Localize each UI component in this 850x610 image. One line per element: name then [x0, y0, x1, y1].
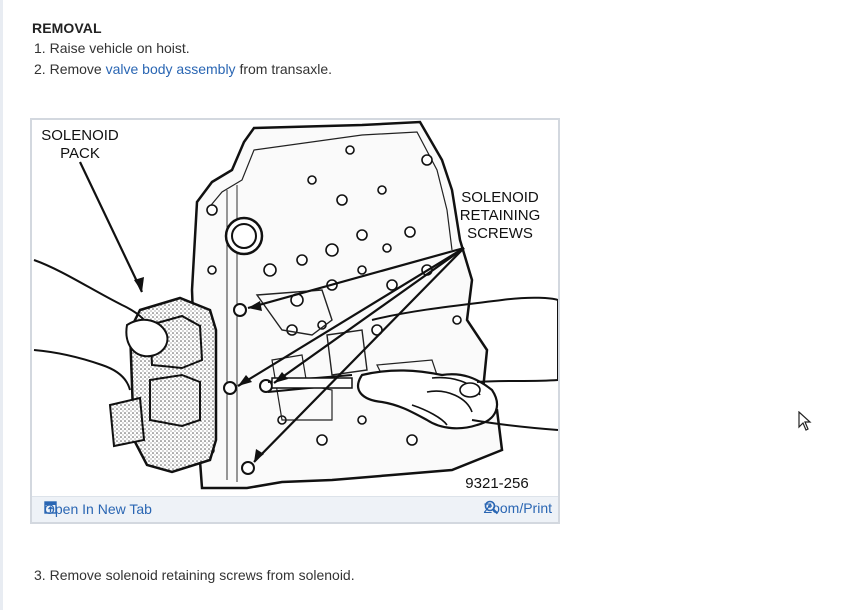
figure-toolbar: Open In New Tab Zoom/Print — [32, 496, 558, 522]
step-number: 2. — [34, 61, 46, 77]
mouse-pointer-icon — [798, 411, 812, 431]
callout-solenoid-pack-line2: PACK — [60, 145, 100, 162]
callout-retaining-screws-line1: SOLENOID — [461, 189, 539, 206]
zoom-print-label: Zoom/Print — [483, 500, 552, 516]
section-heading: REMOVAL — [32, 20, 102, 36]
zoom-print-button[interactable]: Zoom/Print — [484, 500, 552, 516]
step-text: Remove solenoid retaining screws from so… — [49, 567, 355, 583]
step-text: Raise vehicle on hoist. — [49, 40, 190, 56]
solenoid-diagram: SOLENOID PACK SOLENOID RETAINING SCREWS … — [33, 120, 558, 492]
step-number: 3. — [34, 567, 46, 583]
callout-retaining-screws-line3: SCREWS — [467, 225, 533, 242]
left-border-rule — [0, 0, 3, 610]
open-in-new-tab-button[interactable]: Open In New Tab — [44, 501, 152, 517]
solenoid-figure: SOLENOID PACK SOLENOID RETAINING SCREWS … — [30, 118, 560, 524]
open-in-new-tab-icon — [44, 501, 57, 514]
step-text-suffix: from transaxle. — [235, 61, 333, 77]
step-1: 1. Raise vehicle on hoist. — [34, 40, 190, 56]
open-in-new-tab-label: Open In New Tab — [44, 501, 152, 517]
step-number: 1. — [34, 40, 46, 56]
figure-number: 9321-256 — [465, 475, 528, 492]
step-3: 3. Remove solenoid retaining screws from… — [34, 567, 355, 583]
callout-solenoid-pack-line1: SOLENOID — [41, 127, 119, 144]
callout-retaining-screws-line2: RETAINING — [460, 207, 541, 224]
valve-body-assembly-link[interactable]: valve body assembly — [105, 61, 236, 77]
step-2: 2. Remove valve body assembly from trans… — [34, 61, 332, 77]
zoom-magnifier-icon — [484, 500, 498, 515]
step-text-prefix: Remove — [49, 61, 106, 77]
